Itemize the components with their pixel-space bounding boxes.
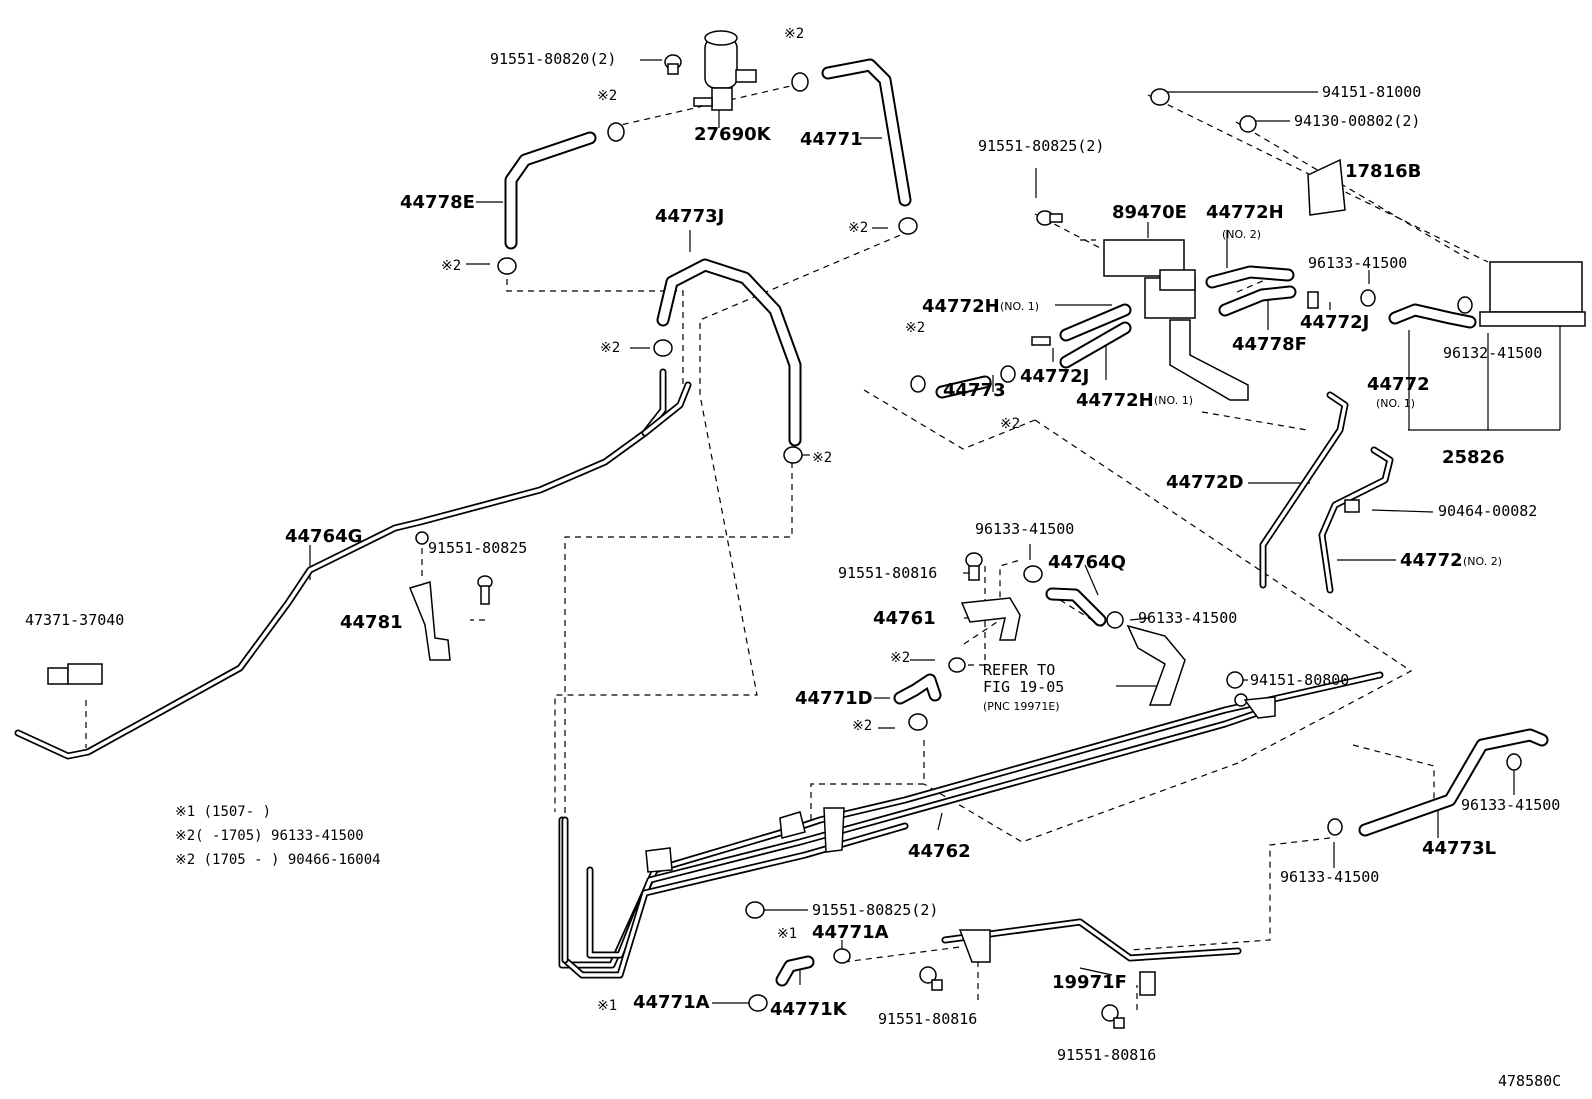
label-96133-41500-e: 96133-41500 [1461,796,1560,814]
label-44778f: 44778F [1232,334,1307,355]
vsv-89470e [1103,239,1249,401]
mark-2: ※2 [1000,416,1020,432]
label-27690k: 27690K [694,124,772,145]
clamps [497,72,1522,1012]
label-91551-80816-a: 91551-80816 [838,564,937,582]
label-44764g: 44764G [285,526,362,547]
refer-line-1: REFER TO [983,661,1055,679]
label-96133-41500-a: 96133-41500 [1308,254,1407,272]
label-94130-00802: 94130-00802(2) [1294,112,1420,130]
label-44773j: 44773J [655,206,724,227]
label-44764q: 44764Q [1048,552,1126,573]
mark-2: ※2 [597,88,617,104]
label-96132-41500: 96132-41500 [1443,344,1542,362]
label-19971f: 19971F [1052,972,1127,993]
mark-2: ※2 [784,26,804,42]
refer-line-3: (PNC 19971E) [983,700,1060,713]
mark-2: ※2 [812,450,832,466]
label-44772h-no1: 44772H [922,296,1000,317]
label-91551-80816-b: 91551-80816 [878,1010,977,1028]
label-44772j-a: 44772J [1300,312,1369,333]
part-labels: 91551-80820(2) 27690K 44771 44778E 44773… [25,50,1561,1090]
label-91551-80825: 91551-80825 [428,539,527,557]
components [47,30,1586,1029]
label-44771: 44771 [800,129,863,150]
label-96133-41500-d: 96133-41500 [1280,868,1379,886]
label-44772d: 44772D [1166,472,1244,493]
label-44778e: 44778E [400,192,475,213]
brackets-misc [645,696,1276,996]
bolt-91551-80820 [664,54,682,75]
charcoal-canister-25826 [1479,261,1586,327]
reference-marks: ※2 ※2 ※2 ※2 ※2 ※2 ※2 ※2 ※2 ※2 ※1 ※1 [441,26,1020,1014]
label-44762: 44762 [908,841,971,862]
label-44772-no2: 44772 [1400,550,1463,571]
label-96133-41500-c: 96133-41500 [1138,609,1237,627]
bracket-17816b [1307,158,1346,216]
label-44772-no1: 44772 [1367,374,1430,395]
sublabel-no1-a: (NO. 1) [1000,300,1039,313]
label-44772j-b: 44772J [1020,366,1089,387]
label-44771a-a: 44771A [812,922,889,943]
dashed-leaders [85,84,1489,1010]
label-25826: 25826 [1442,447,1505,468]
label-91551-80825-2: 91551-80825(2) [978,137,1104,155]
label-44773l: 44773L [1422,838,1496,859]
label-91551-80816-c: 91551-80816 [1057,1046,1156,1064]
label-44771a-b: 44771A [633,992,710,1013]
label-44772h-no1b: 44772H [1076,390,1154,411]
label-44773: 44773 [943,380,1006,401]
footnote-1: ※1 (1507- ) [175,804,271,820]
bracket-44781 [408,581,451,661]
bracket-refer [1126,624,1186,706]
label-96133-41500-b: 96133-41500 [975,520,1074,538]
sublabel-no1-c: (NO. 1) [1376,397,1415,410]
label-17816b: 17816B [1345,161,1421,182]
footnote-3: ※2 (1705 - ) 90466-16004 [175,852,381,868]
refer-note: REFER TO FIG 19-05 (PNC 19971E) [983,661,1064,713]
sublabel-no2-b: (NO. 2) [1463,555,1502,568]
footnotes: ※1 (1507- ) ※2( -1705) 96133-41500 ※2 (1… [175,804,381,868]
label-44771k: 44771K [770,999,848,1020]
label-44771d: 44771D [795,688,873,709]
diagram-id: 478580C [1498,1072,1561,1090]
hoses [504,58,1549,987]
vsv-valve-27690k [693,30,757,111]
label-44772h: 44772H [1206,202,1284,223]
label-89470e: 89470E [1112,202,1187,223]
mark-1: ※1 [777,926,797,942]
mark-2: ※2 [852,718,872,734]
sublabel-no2: (NO. 2) [1222,228,1261,241]
label-94151-80800: 94151-80800 [1250,671,1349,689]
mark-2: ※2 [905,320,925,336]
label-94151-81000: 94151-81000 [1322,83,1421,101]
bolts [415,88,1360,1029]
label-90464-00082: 90464-00082 [1438,502,1537,520]
mark-2: ※2 [890,650,910,666]
sublabel-no1-b: (NO. 1) [1154,394,1193,407]
mark-2: ※2 [441,258,461,274]
refer-line-2: FIG 19-05 [983,678,1064,696]
label-44781: 44781 [340,612,403,633]
connector-47371 [47,663,103,685]
bracket-44761 [960,597,1021,641]
label-44761: 44761 [873,608,936,629]
footnote-2: ※2( -1705) 96133-41500 [175,828,364,844]
label-47371-37040: 47371-37040 [25,611,124,629]
mark-2: ※2 [600,340,620,356]
mark-2: ※2 [848,220,868,236]
mark-1: ※1 [597,998,617,1014]
label-91551-80820: 91551-80820(2) [490,50,616,68]
label-91551-80825-b: 91551-80825(2) [812,901,938,919]
